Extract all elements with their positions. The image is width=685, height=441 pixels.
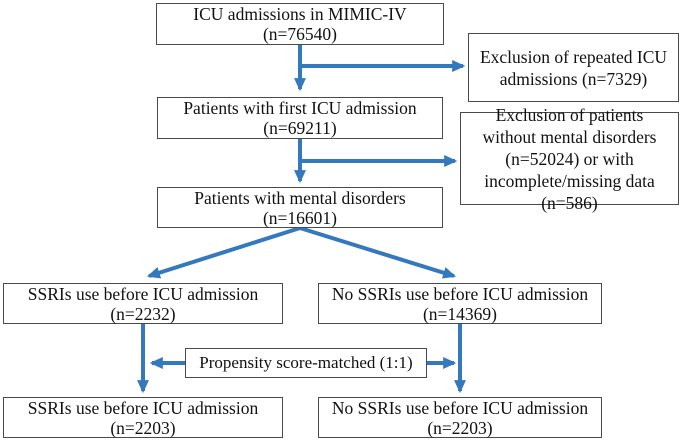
- arrow-mental-to-no-ssri-group: [299, 226, 457, 279]
- node-label: No SSRIs use before ICU admission: [331, 397, 589, 418]
- node-label: Patients with mental disorders: [194, 187, 406, 208]
- arrow-mental-to-ssri-group: [146, 226, 301, 279]
- node-mental-disorders: Patients with mental disorders (n=16601): [157, 187, 443, 228]
- node-label: Exclusion of patients without mental dis…: [482, 104, 657, 213]
- node-ssri-use-matched: SSRIs use before ICU admission (n=2203): [3, 397, 283, 438]
- node-count: (n=2203): [427, 417, 493, 438]
- node-no-ssri-use-matched: No SSRIs use before ICU admission (n=220…: [318, 397, 602, 438]
- node-count: (n=69211): [263, 118, 337, 138]
- node-label: Patients with first ICU admission: [183, 98, 417, 118]
- node-label: SSRIs use before ICU admission: [27, 283, 259, 304]
- node-label: Exclusion of repeated ICU admissions (n=…: [479, 46, 668, 89]
- node-icu-admissions: ICU admissions in MIMIC-IV (n=76540): [156, 3, 444, 45]
- node-label: No SSRIs use before ICU admission: [331, 283, 589, 304]
- node-exclusion-mental-disorders: Exclusion of patients without mental dis…: [460, 105, 679, 213]
- node-no-ssri-use-before-icu: No SSRIs use before ICU admission (n=143…: [318, 283, 602, 324]
- node-count: (n=2203): [110, 417, 176, 438]
- node-label: SSRIs use before ICU admission: [27, 397, 259, 418]
- node-count: (n=2232): [110, 303, 176, 324]
- node-ssri-use-before-icu: SSRIs use before ICU admission (n=2232): [3, 283, 283, 324]
- node-label: ICU admissions in MIMIC-IV: [193, 4, 407, 24]
- node-exclusion-repeated-admissions: Exclusion of repeated ICU admissions (n=…: [468, 33, 679, 102]
- node-label: Propensity score-matched (1:1): [199, 353, 413, 372]
- node-propensity-score-matched: Propensity score-matched (1:1): [185, 348, 427, 378]
- node-count: (n=16601): [262, 207, 338, 228]
- node-count: (n=76540): [262, 24, 338, 44]
- node-count: (n=14369): [422, 303, 498, 324]
- node-first-icu-admission: Patients with first ICU admission (n=692…: [157, 97, 443, 139]
